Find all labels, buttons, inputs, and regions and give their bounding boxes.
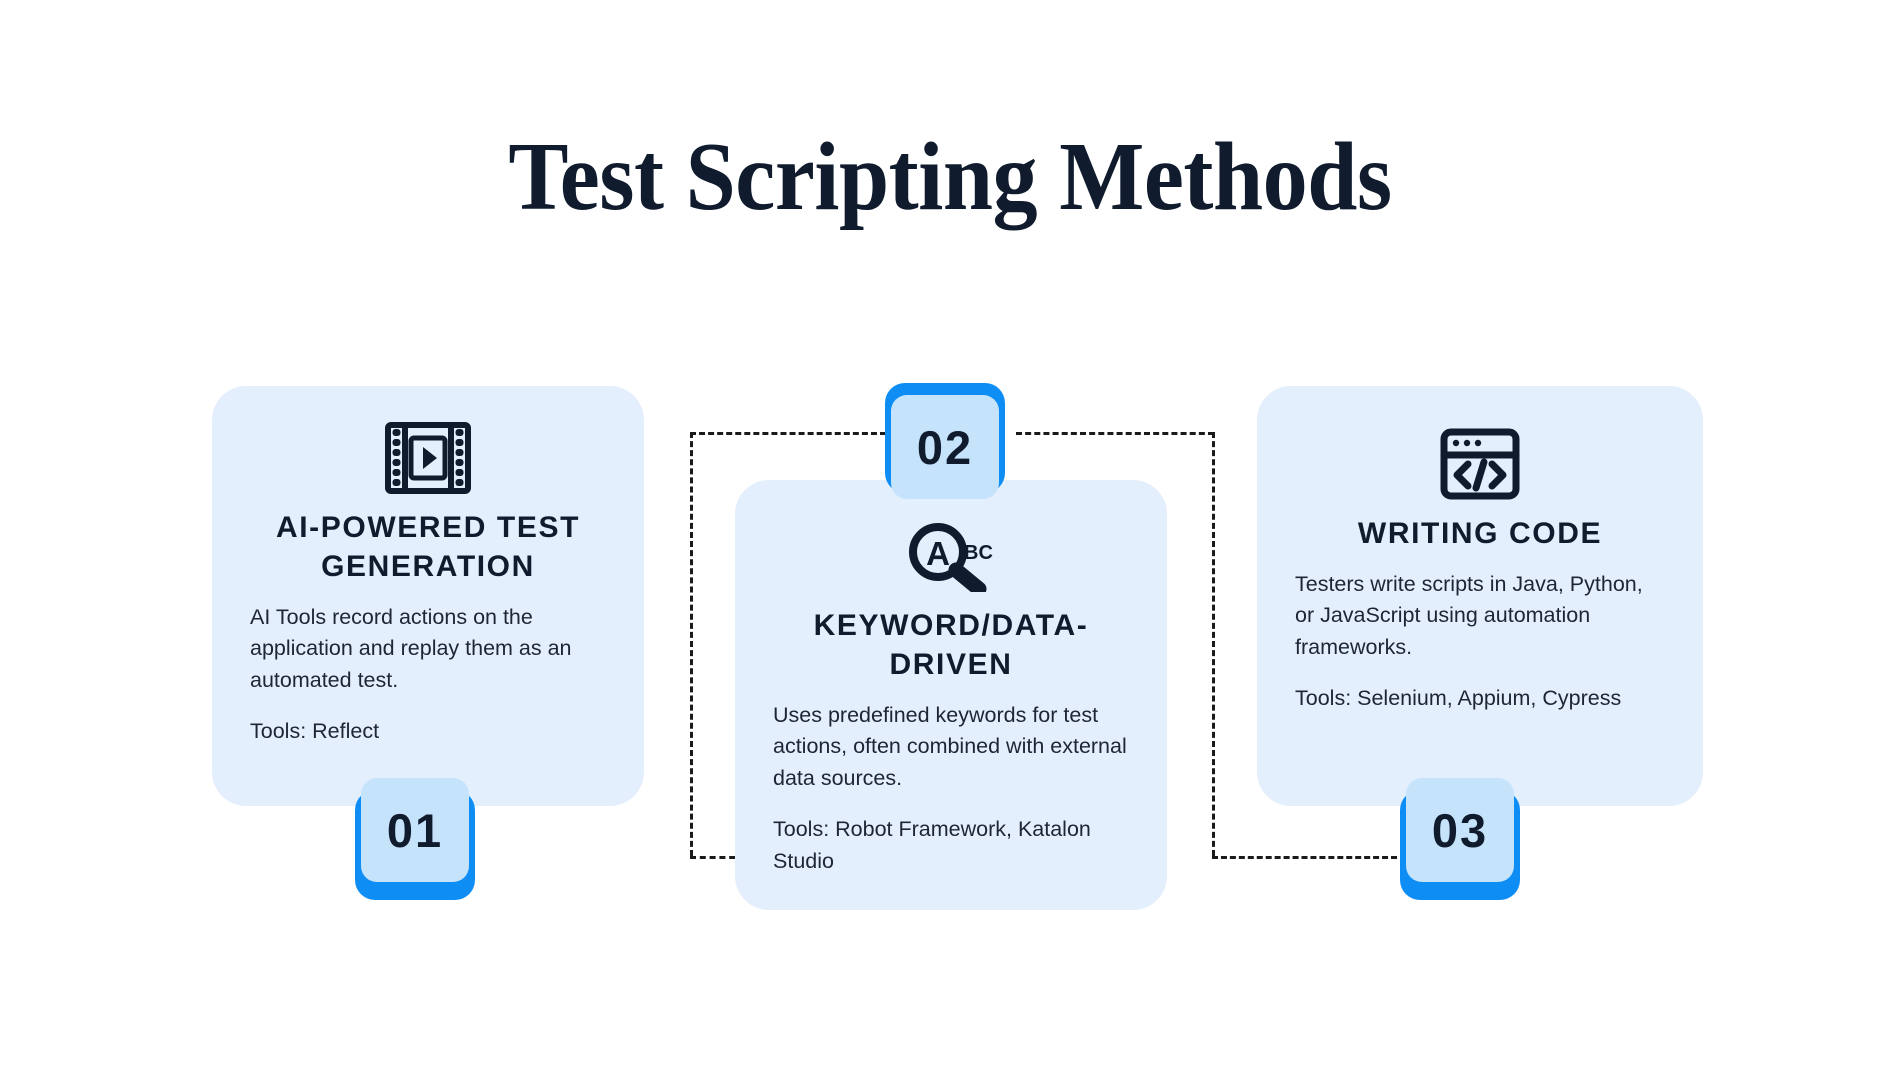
magnifier-abc-icon: A BC (773, 480, 1129, 592)
connector-left-vertical (690, 432, 693, 856)
connector-left-top (690, 432, 886, 435)
card-body: AI Tools record actions on the applicati… (250, 605, 572, 692)
card-heading: KEYWORD/DATA-DRIVEN (813, 609, 1089, 681)
card-tools: Tools: Selenium, Appium, Cypress (1295, 686, 1622, 711)
card-heading: AI-POWERED TEST GENERATION (275, 511, 580, 583)
badge-number: 02 (916, 420, 974, 474)
connector-left-bottom (690, 856, 745, 859)
page-title: Test Scripting Methods (508, 123, 1392, 231)
badge-fill: 02 (891, 395, 999, 499)
card-writing-code: WRITING CODE Testers write scripts in Ja… (1257, 386, 1703, 806)
code-window-icon (1295, 386, 1665, 500)
svg-text:A: A (926, 535, 950, 572)
connector-right-vertical (1212, 432, 1215, 856)
card-body: Uses predefined keywords for test action… (773, 703, 1127, 790)
step-number-badge-01: 01 (355, 778, 475, 900)
step-number-badge-03: 03 (1400, 778, 1520, 900)
connector-right-bottom (1212, 856, 1397, 859)
badge-number: 01 (386, 803, 444, 857)
card-ai-powered-test-generation: AI-POWERED TEST GENERATION AI Tools reco… (212, 386, 644, 806)
card-body: Testers write scripts in Java, Python, o… (1295, 572, 1643, 659)
badge-number: 03 (1431, 803, 1489, 857)
film-strip-icon (250, 386, 606, 494)
card-heading: WRITING CODE (1357, 517, 1603, 550)
card-tools: Tools: Reflect (250, 719, 380, 744)
card-keyword-data-driven: A BC KEYWORD/DATA-DRIVEN Uses predefined… (735, 480, 1167, 910)
svg-text:BC: BC (964, 542, 993, 564)
step-number-badge-02: 02 (885, 383, 1005, 499)
badge-fill: 01 (361, 778, 469, 882)
card-tools: Tools: Robot Framework, Katalon Studio (773, 817, 1091, 873)
badge-fill: 03 (1406, 778, 1514, 882)
connector-right-top (1016, 432, 1214, 435)
